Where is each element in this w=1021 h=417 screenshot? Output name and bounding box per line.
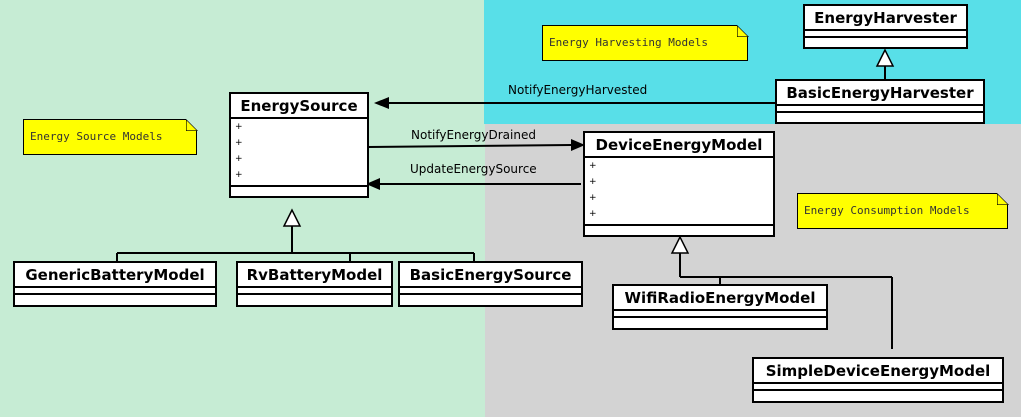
attribute-row: + [589, 193, 597, 203]
device-energy-model-class-name: DeviceEnergyModel [585, 133, 773, 158]
energy-consumption-region-patch [485, 232, 600, 246]
device-energy-model-inheritance-arrowhead [670, 235, 690, 254]
attributes-compartment [400, 288, 581, 295]
update-energy-source-label: UpdateEnergySource [410, 162, 537, 176]
attribute-row: + [235, 154, 243, 164]
update-energy-source-arrowhead [366, 178, 380, 190]
rv-battery-model-class: RvBatteryModel [236, 261, 393, 307]
operations-compartment [238, 295, 391, 300]
notify-energy-harvested-arrowhead [374, 97, 389, 109]
energy-harvesting-models-note-text: Energy Harvesting Models [549, 36, 708, 49]
attributes-compartment [238, 288, 391, 295]
basic-energy-source-class: BasicEnergySource [398, 261, 583, 307]
energy-consumption-models-note: Energy Consumption Models [797, 192, 1009, 229]
energy-harvester-class-name: EnergyHarvester [805, 6, 966, 31]
generic-battery-model-class: GenericBatteryModel [13, 261, 217, 307]
attribute-row: + [235, 122, 243, 132]
attributes-compartment [614, 311, 826, 318]
device-energy-model-attributes: + + + + [585, 158, 773, 226]
simple-device-energy-model-class-name: SimpleDeviceEnergyModel [754, 359, 1002, 384]
energy-source-class-name: EnergySource [231, 94, 367, 119]
energy-source-models-note-text: Energy Source Models [30, 130, 163, 143]
operations-compartment [15, 295, 215, 300]
attribute-row: + [589, 209, 597, 219]
notify-energy-drained-line [367, 144, 572, 148]
energy-source-attributes: + + + + [231, 119, 367, 187]
attribute-row: + [589, 161, 597, 171]
notify-energy-drained-arrowhead [571, 139, 585, 151]
device-energy-model-class: DeviceEnergyModel + + + + [583, 131, 775, 237]
energy-consumption-models-note-text: Energy Consumption Models [804, 204, 970, 217]
generic-battery-model-class-name: GenericBatteryModel [15, 263, 215, 288]
attributes-compartment [15, 288, 215, 295]
basic-energy-source-class-name: BasicEnergySource [400, 263, 581, 288]
energy-source-models-note: Energy Source Models [23, 118, 198, 155]
note-fold-icon [736, 24, 749, 37]
note-fold-icon [996, 192, 1009, 205]
operations-compartment [805, 38, 966, 43]
simple-device-energy-model-class: SimpleDeviceEnergyModel [752, 357, 1004, 403]
attribute-row: + [235, 138, 243, 148]
rv-battery-model-class-name: RvBatteryModel [238, 263, 391, 288]
energy-source-inheritance-arrowhead [282, 208, 302, 227]
operations-compartment [400, 295, 581, 300]
attributes-compartment [805, 31, 966, 38]
operations-compartment [777, 113, 983, 118]
harvester-inheritance-arrowhead [875, 48, 895, 67]
basic-energy-harvester-class: BasicEnergyHarvester [775, 79, 985, 124]
basic-energy-harvester-class-name: BasicEnergyHarvester [777, 81, 983, 106]
notify-energy-drained-label: NotifyEnergyDrained [411, 128, 536, 142]
attribute-row: + [235, 170, 243, 180]
energy-harvester-class: EnergyHarvester [803, 4, 968, 49]
note-fold-icon [185, 118, 198, 131]
wifi-radio-energy-model-class: WifiRadioEnergyModel [612, 284, 828, 330]
energy-harvesting-models-note: Energy Harvesting Models [542, 24, 749, 61]
energy-source-class: EnergySource + + + + [229, 92, 369, 198]
attributes-compartment [754, 384, 1002, 391]
operations-compartment [614, 318, 826, 323]
wifi-radio-energy-model-class-name: WifiRadioEnergyModel [614, 286, 826, 311]
attribute-row: + [589, 177, 597, 187]
notify-energy-harvested-label: NotifyEnergyHarvested [508, 83, 648, 97]
attributes-compartment [777, 106, 983, 113]
operations-compartment [754, 391, 1002, 396]
